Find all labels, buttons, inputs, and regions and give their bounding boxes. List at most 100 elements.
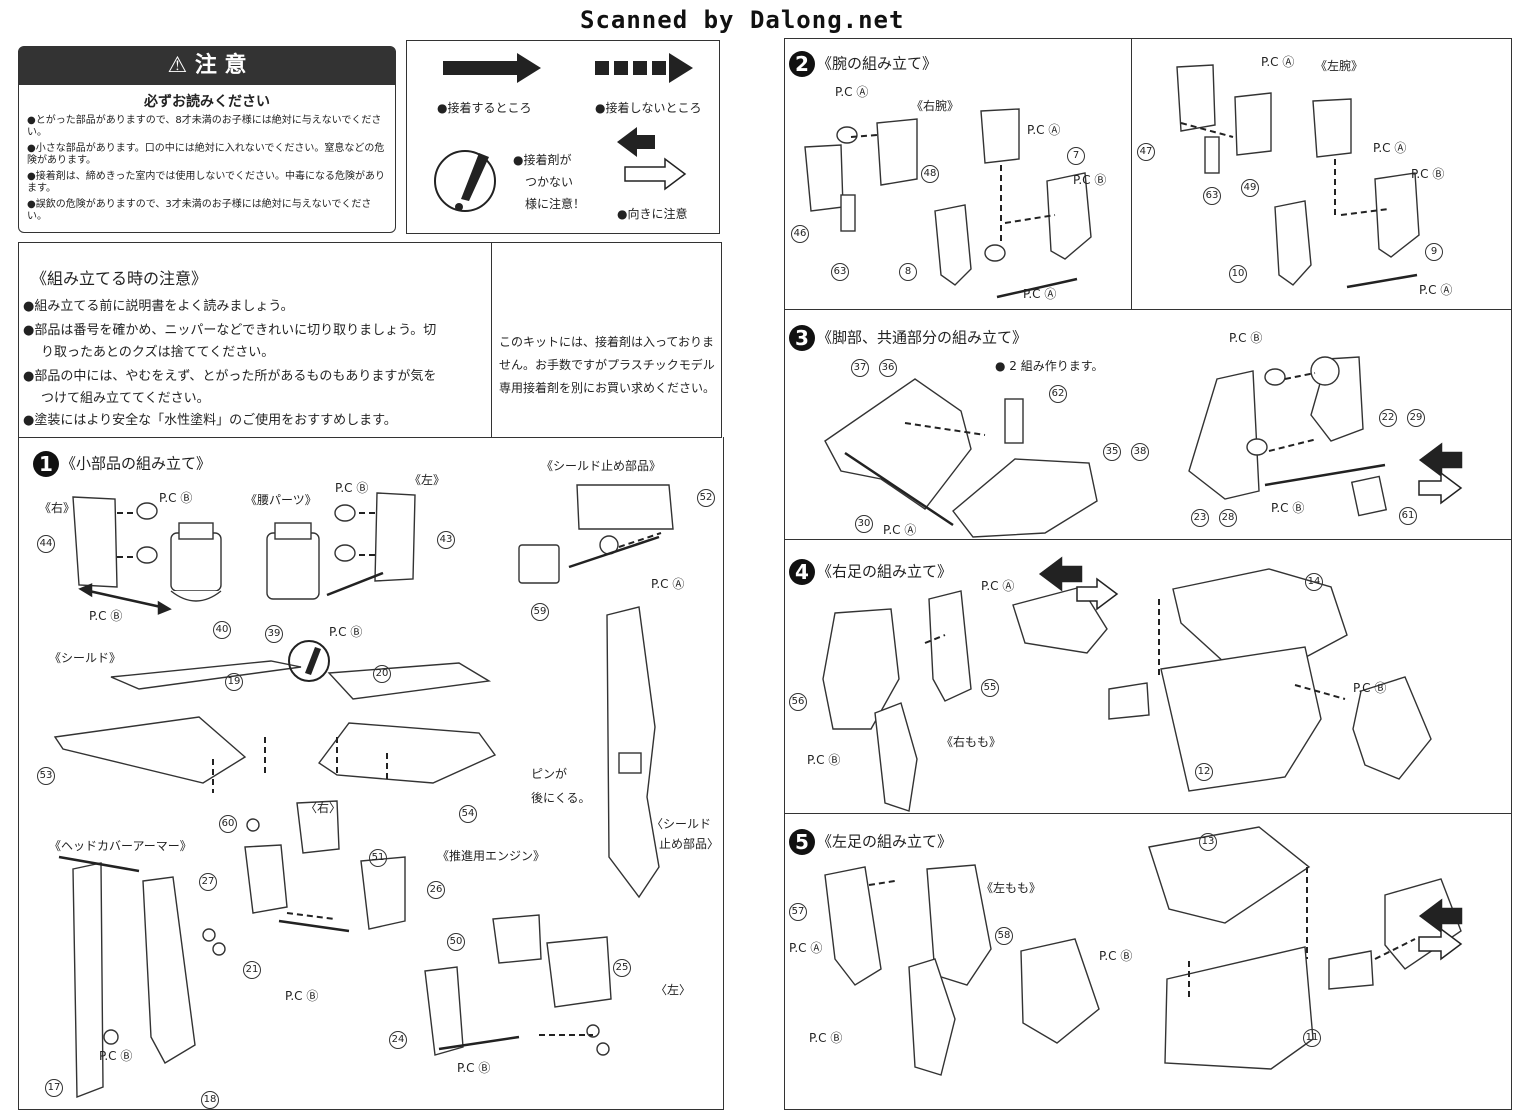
step3-number: 3 [789,325,815,351]
part-10: 10 [1229,265,1247,283]
step1-head-label: 《ヘッドカバーアーマー》 [49,839,192,853]
step5-thigh-label: 《左もも》 [981,881,1042,895]
step1-shield-label: 《シールド》 [49,651,122,665]
step1-engine-label: 《推進用エンジン》 [437,849,546,863]
notes-line-3: り取ったあとのクズは捨ててください。 [41,345,275,360]
part-50: 50 [447,933,465,951]
warning-subtitle: 必ずお読みください [144,94,270,110]
kit-note: このキットには、接着剤は入っておりません。お手数ですがプラスチックモデル専用接着… [499,335,716,395]
part-58: 58 [995,927,1013,945]
caution-circle-icon [434,150,496,212]
step1-shield-stop-label: 《シールド止め部品》 [541,459,662,473]
part-36: 36 [879,359,897,377]
part-26: 26 [427,881,445,899]
warning-line-2: ●小さな部品があります。口の中には絶対に入れないでください。窒息などの危険があり… [27,143,385,166]
step3-title: 《脚部、共通部分の組み立て》 [817,328,1028,347]
step1-number: 1 [33,451,59,477]
legend-noglue-label: ●接着しないところ [595,101,702,115]
part-19: 19 [225,673,243,691]
part-59: 59 [531,603,549,621]
part-40: 40 [213,621,231,639]
part-18: 18 [201,1091,219,1109]
notes-line-2: ●部品は番号を確かめ、ニッパーなどできれいに切り取りましょう。切 [23,323,437,338]
warning-line-3: ●接着剤は、締めきった室内では使用しないでください。中毒になる危険があります。 [27,171,386,194]
part-54: 54 [459,805,477,823]
part-55: 55 [981,679,999,697]
legend-arrows [434,53,693,212]
step1-left-label: 《左》 [409,473,446,487]
glue-arrow-icon [443,53,541,83]
step1-pin-note-1: ピンが [531,767,568,781]
warning-line-4: ●誤飲の危険がありますので、3才未満のお子様には絶対に与えないでください。 [27,199,372,222]
part-63b: 63 [1203,187,1221,205]
step1-pcb-1: P.C Ⓑ [159,491,193,505]
step1-pcb-5: P.C Ⓑ [285,989,319,1003]
notes-line-4: ●部品の中には、やむをえず、とがった所があるものもありますが気を [23,369,437,384]
part-35: 35 [1103,443,1121,461]
part-30: 30 [855,515,873,533]
notes-title: 《組み立てる時の注意》 [31,269,208,288]
page-header-title: Scanned by Dalong.net [580,6,905,34]
part-24: 24 [389,1031,407,1049]
notes-line-1: ●組み立てる前に説明書をよく読みましょう。 [23,299,294,314]
part-27: 27 [199,873,217,891]
step1-heading: 1《小部品の組み立て》 [33,451,211,477]
step1-panel: 1《小部品の組み立て》 [18,437,724,1110]
warning-line-1: ●とがった部品がありますので、8才未満のお子様には絶対に与えないでください。 [27,115,382,138]
step1-pcb-3: P.C Ⓑ [335,481,369,495]
notes-line-5: つけて組み立ててください。 [41,391,210,406]
part-37: 37 [851,359,869,377]
legend-direction-label: ●向きに注意 [617,207,688,221]
step1-shield-stop2-2: 止め部品〉 [659,837,720,851]
warning-triangle-icon: ⚠ [167,53,195,78]
step3-heading: 3《脚部、共通部分の組み立て》 [789,325,1027,351]
part-53: 53 [37,767,55,785]
step5-title: 《左足の組み立て》 [817,832,953,851]
step1-right-label: 《右》 [39,501,76,515]
step1-pcb-7: P.C Ⓑ [457,1061,491,1075]
step1-pin-note-2: 後にくる。 [531,791,591,805]
step1-left2-label: 〈左〉 [655,983,692,997]
step1-pca: P.C Ⓐ [651,577,685,591]
part-52: 52 [697,489,715,507]
step2-number: 2 [789,51,815,77]
step2-heading: 2《腕の組み立て》 [789,51,937,77]
step1-title: 《小部品の組み立て》 [61,454,212,473]
legend-box: ●接着するところ ●接着しないところ ●接着剤が つかない 様に注意！ ●向きに… [406,40,720,234]
step2-left-arm-label: 《左腕》 [1315,59,1364,73]
direction-arrow-outline-icon [624,157,687,191]
part-49: 49 [1241,179,1259,197]
step5-number: 5 [789,829,815,855]
step1-diagram [53,484,674,1099]
part-21: 21 [243,961,261,979]
part-22: 22 [1379,409,1397,427]
part-12: 12 [1195,763,1213,781]
warning-title: ⚠ 注 意 [19,47,395,85]
step2-title: 《腕の組み立て》 [817,54,938,73]
part-17: 17 [45,1079,63,1097]
part-23: 23 [1191,509,1209,527]
step5-heading: 5《左足の組み立て》 [789,829,952,855]
step1-waist-label: 《腰パーツ》 [245,493,317,507]
step1-shield-stop2-1: 〈シールド [651,817,712,831]
part-43: 43 [437,531,455,549]
direction-arrow-filled-icon [617,127,655,157]
legend-caution-2: つかない [525,175,574,189]
part-25: 25 [613,959,631,977]
right-page-frame: 2《腕の組み立て》 《右腕》 《左腕》 46 48 63 8 7 47 63 4… [784,38,1512,1110]
notes-line-6: ●塗装にはより安全な「水性塗料」のご使用をおすすめします。 [23,413,397,428]
part-44: 44 [37,535,55,553]
part-39: 39 [265,625,283,643]
part-9: 9 [1425,243,1443,261]
legend-caution-3: 様に注意！ [525,197,586,211]
step4-number: 4 [789,559,815,585]
part-11: 11 [1303,1029,1321,1047]
step1-pcb-2: P.C Ⓑ [89,609,123,623]
step1-pcb-6: P.C Ⓑ [99,1049,133,1063]
part-7: 7 [1067,147,1085,165]
part-13: 13 [1199,833,1217,851]
warning-box: ⚠ 注 意 必ずお読みください ●とがった部品がありますので、8才未満のお子様に… [18,46,396,233]
step1-pcb-4: P.C Ⓑ [329,625,363,639]
part-38: 38 [1131,443,1149,461]
part-63: 63 [831,263,849,281]
